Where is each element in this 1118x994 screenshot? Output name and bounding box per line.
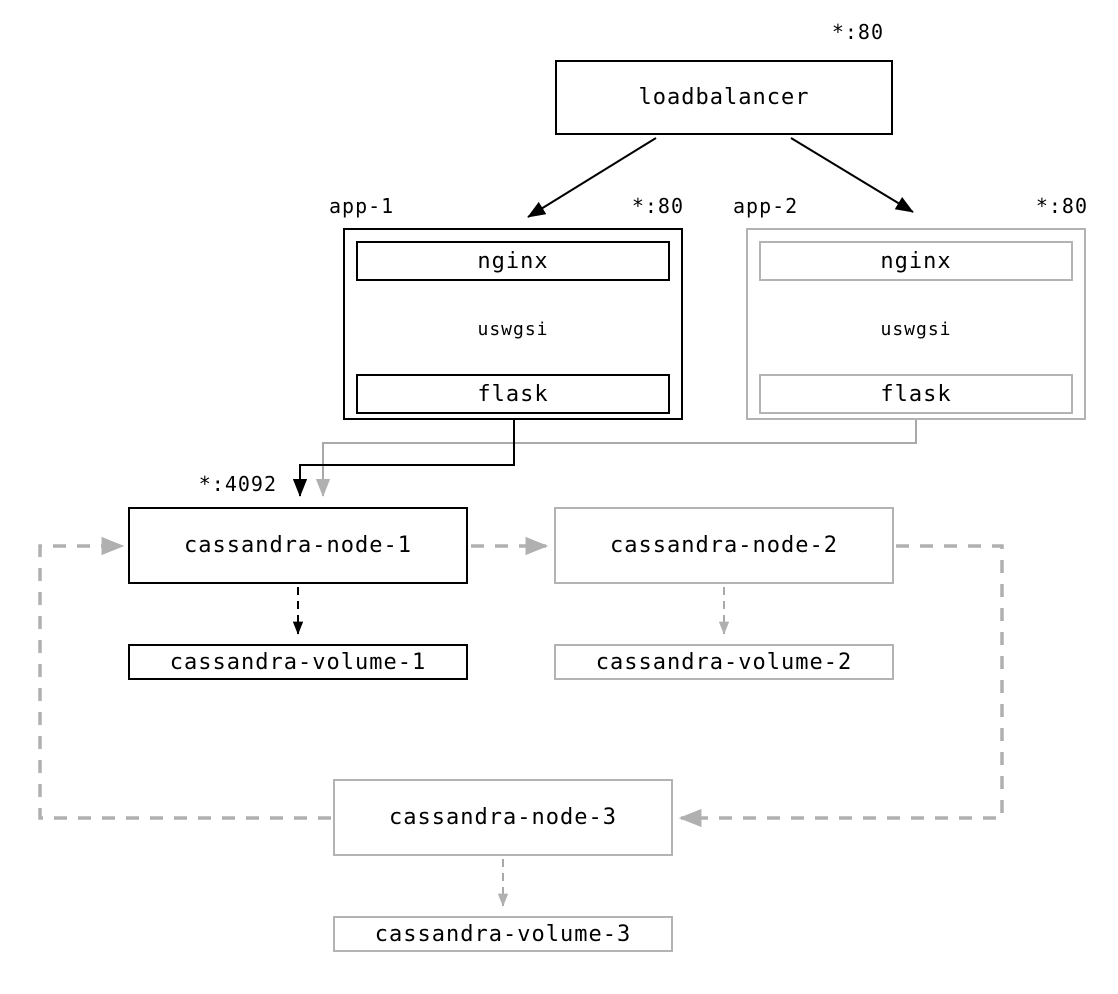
app1-port-label: *:80 — [631, 194, 684, 218]
app2-nginx-box: nginx — [759, 241, 1073, 281]
app2-uswgsi-label: uswgsi — [880, 319, 952, 340]
edge-node2-node3 — [678, 544, 1004, 828]
node-cassandra-node-2: cassandra-node-2 — [554, 507, 894, 584]
node-cassandra-node-3: cassandra-node-3 — [333, 779, 673, 856]
app1-nginx-box: nginx — [356, 241, 670, 281]
node-cassandra-node-1: cassandra-node-1 — [128, 507, 468, 584]
app1-flask-box: flask — [356, 374, 670, 414]
edge-loadbalancer-app2 — [790, 137, 914, 213]
edge-app1-cassandra-node-1 — [292, 420, 515, 497]
cassandra-volume-1-label: cassandra-volume-1 — [169, 649, 427, 675]
edge-app2-cassandra-node-1 — [315, 420, 917, 497]
app2-name-label: app-2 — [733, 194, 799, 218]
node1-port-label: *:4092 — [198, 472, 277, 496]
app1-name-label: app-1 — [329, 194, 395, 218]
app2-flask-label: flask — [880, 381, 952, 407]
cassandra-volume-2-label: cassandra-volume-2 — [595, 649, 853, 675]
node-app2: nginx uswgsi flask — [746, 228, 1086, 420]
app2-flask-box: flask — [759, 374, 1073, 414]
edge-node3-node1 — [38, 536, 331, 820]
cassandra-node-3-label: cassandra-node-3 — [389, 805, 617, 830]
node-cassandra-volume-1: cassandra-volume-1 — [128, 644, 468, 680]
app2-port-label: *:80 — [1035, 194, 1088, 218]
cassandra-node-2-label: cassandra-node-2 — [610, 533, 838, 558]
cassandra-volume-3-label: cassandra-volume-3 — [374, 921, 632, 947]
node-app1: nginx uswgsi flask — [343, 228, 683, 420]
loadbalancer-port-label: *:80 — [831, 20, 884, 44]
app2-nginx-label: nginx — [880, 248, 952, 274]
app1-nginx-label: nginx — [477, 248, 549, 274]
cassandra-node-1-label: cassandra-node-1 — [184, 533, 412, 558]
app1-uswgsi-label: uswgsi — [477, 319, 549, 340]
app1-flask-label: flask — [477, 381, 549, 407]
node-cassandra-volume-2: cassandra-volume-2 — [554, 644, 894, 680]
node-loadbalancer: loadbalancer — [555, 60, 893, 135]
node-cassandra-volume-3: cassandra-volume-3 — [333, 916, 673, 952]
loadbalancer-label: loadbalancer — [638, 85, 810, 110]
